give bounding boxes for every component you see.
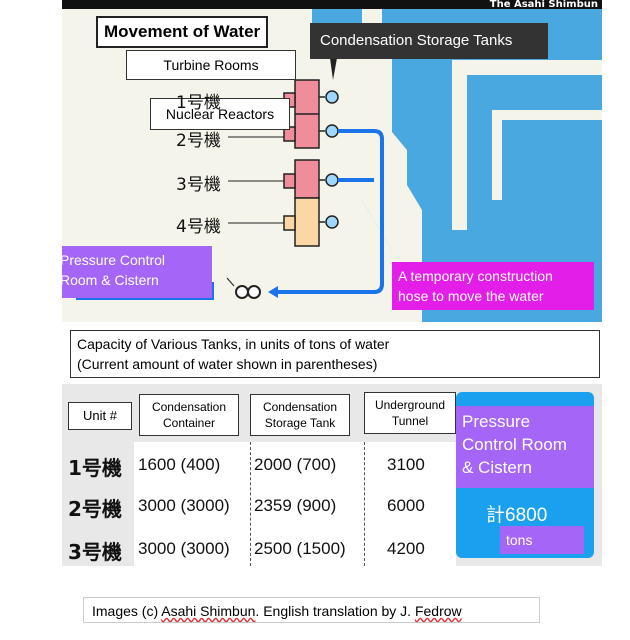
row1-storage: 2000 (700) [254, 455, 337, 474]
cistern-2 [247, 285, 261, 299]
row-unit-1: 1号機 [68, 456, 122, 480]
pressure-total-unit: tons [500, 526, 584, 554]
pressure-control-label: Pressure Control Room & Cistern [62, 246, 212, 298]
header-condensation-storage-tank: Condensation Storage Tank [250, 394, 350, 436]
header-underground-tunnel: Underground Tunnel [364, 392, 456, 434]
diagram-title: Movement of Water [96, 16, 269, 48]
row2-tunnel: 6000 [387, 496, 425, 515]
row1-tunnel: 3100 [387, 455, 425, 474]
storage-tank-3 [325, 173, 339, 187]
row3-storage: 2500 (1500) [254, 539, 346, 558]
turbine-rooms-label: Turbine Rooms [126, 50, 296, 80]
row-unit-2: 2号機 [68, 497, 122, 521]
capacity-description: Capacity of Various Tanks, in units of t… [70, 330, 600, 378]
cistern-1 [235, 285, 249, 299]
storage-tank-1 [325, 90, 339, 104]
row3-container: 3000 (3000) [138, 539, 230, 558]
hose-label: A temporary construction hose to move th… [392, 262, 594, 310]
storage-tanks-label: Condensation Storage Tanks [310, 23, 548, 59]
turbine-room-3 [294, 159, 320, 199]
site-map: The Asahi Shimbun [62, 0, 602, 322]
header-unit: Unit # [68, 402, 132, 430]
temporary-hose [272, 129, 384, 294]
pier [452, 60, 602, 230]
reactor-3 [283, 173, 296, 189]
table-body [134, 442, 456, 566]
pressure-total-value: 計6800 [486, 505, 548, 526]
map-credit: The Asahi Shimbun [489, 0, 598, 10]
header-condensation-container: Condensation Container [139, 394, 239, 436]
top-bar [62, 0, 602, 9]
image-credit: Images (c) Asahi Shimbun. English transl… [83, 597, 540, 623]
nuclear-reactors-label: Nuclear Reactors [150, 98, 290, 130]
source-link[interactable]: Asahi Shimbun [161, 603, 256, 619]
pressure-control-room-cistern-label: Pressure Control Room & Cistern [456, 406, 594, 488]
unit-label-3: 3号機 [176, 175, 221, 195]
column-divider [250, 442, 251, 566]
row1-container: 1600 (400) [138, 455, 221, 474]
unit-label-1: 1号機 [176, 93, 221, 113]
reactor-4 [283, 215, 296, 231]
storage-tank-2 [325, 124, 339, 138]
row3-tunnel: 4200 [387, 539, 425, 558]
row-unit-3: 3号機 [68, 540, 122, 564]
row2-container: 3000 (3000) [138, 496, 230, 515]
turbine-room-4 [294, 197, 320, 247]
breakwater [362, 0, 407, 300]
row2-storage: 2359 (900) [254, 496, 337, 515]
unit-label-4: 4号機 [176, 217, 221, 237]
column-divider [364, 442, 365, 566]
storage-tank-4 [325, 215, 339, 229]
unit-label-2: 2号機 [176, 131, 221, 151]
translator-name: Fedrow [414, 603, 462, 619]
